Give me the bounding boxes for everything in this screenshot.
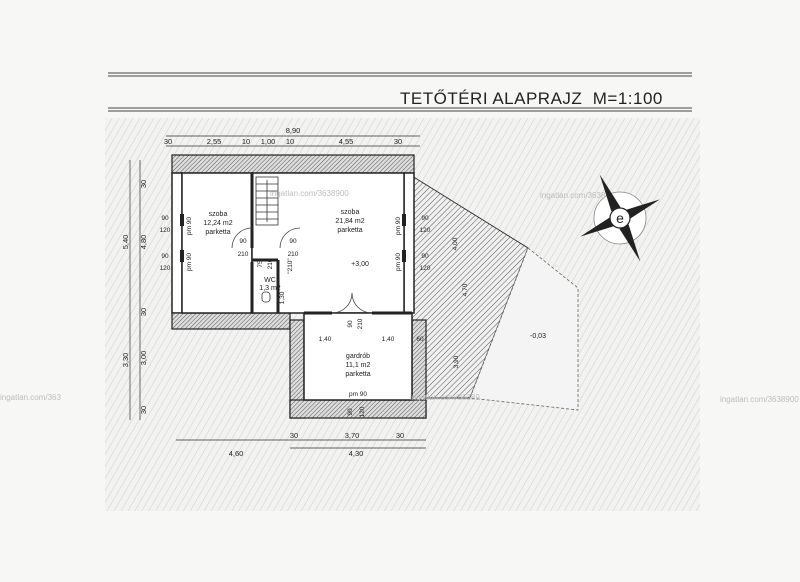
roof-label: 4,00 <box>452 237 459 250</box>
roof-label: 3,90 <box>453 355 460 368</box>
opening-label: 75 <box>257 260 264 268</box>
room-szoba1-floor: parketta <box>205 229 230 236</box>
watermark: ingatlan.com/363 <box>0 393 61 402</box>
opening-label: 120 <box>160 227 171 234</box>
roof-overhang <box>411 175 579 411</box>
dim-label: 30 <box>139 406 148 414</box>
opening-label: 90 <box>421 253 429 260</box>
opening-label: 90 <box>347 408 354 416</box>
dim-label: 3,70 <box>345 431 360 440</box>
room-gardrob-floor: parketta <box>345 371 370 378</box>
opening-label: 1,40 <box>319 336 332 343</box>
opening-label: 1,40 <box>382 336 395 343</box>
room-szoba1-area: 12,24 m2 <box>203 220 232 227</box>
level-markers: +3,00 -0,03 <box>351 261 546 340</box>
roof-label: 4,70 <box>462 283 469 296</box>
dimension-lines <box>129 135 426 449</box>
compass-icon: e <box>580 174 660 262</box>
opening-label: 90 <box>161 253 169 260</box>
bottom-dimensions: 30 3,70 30 4,30 4,60 <box>229 431 404 458</box>
opening-label: 90 <box>239 238 247 245</box>
opening-label: 210 <box>288 251 299 258</box>
dim-label: 30 <box>394 137 402 146</box>
svg-text:e: e <box>616 210 624 226</box>
level-terrace: -0,03 <box>530 333 546 340</box>
dim-label: 4,55 <box>339 137 354 146</box>
watermark: ingatlan.com/3638 <box>540 191 606 200</box>
room-szoba2-area: 21,84 m2 <box>335 218 364 225</box>
dim-label: 30 <box>139 180 148 188</box>
top-dimensions: 8,90 30 2,55 10 1,00 10 4,55 30 <box>164 126 402 146</box>
dim-total-width: 8,90 <box>286 126 301 135</box>
roof-dimensions: 4,00 4,70 3,90 <box>452 237 469 368</box>
dim-label: 30 <box>396 431 404 440</box>
watermarks: ingatlan.com/3638900 ingatlan.com/363 in… <box>0 189 799 404</box>
dim-label: 30 <box>290 431 298 440</box>
left-dimensions: 30 5,40 4,80 30 3,30 3,00 30 <box>121 180 148 414</box>
door-swings <box>231 227 373 314</box>
dim-label: 1,00 <box>261 137 276 146</box>
dim-label: 2,55 <box>207 137 222 146</box>
inner-walls <box>250 173 412 315</box>
watermark: ingatlan.com/36389 <box>410 393 480 402</box>
opening-label: "210" <box>287 258 294 274</box>
staircase <box>255 176 279 226</box>
header-rules <box>108 72 692 112</box>
dim-label: 4,30 <box>349 449 364 458</box>
dim-label: 10 <box>242 137 250 146</box>
dim-label: 10 <box>286 137 294 146</box>
room-wc-area: 1,3 m2 <box>259 285 281 292</box>
opening-label: 210 <box>238 251 249 258</box>
opening-label: pm 90 <box>186 217 193 235</box>
dim-label: 5,40 <box>121 235 130 250</box>
opening-label: 210 <box>267 258 274 269</box>
room-gardrob-area: 11,1 m2 <box>346 362 371 369</box>
opening-label: 90 <box>347 320 354 328</box>
dim-label: 3,30 <box>121 353 130 368</box>
opening-label: 1,30 <box>279 291 286 304</box>
window-markers <box>180 214 406 262</box>
room-szoba2-floor: parketta <box>337 227 362 234</box>
dim-label: 3,00 <box>139 351 148 366</box>
room-wc-name: WC <box>264 277 276 284</box>
opening-label: pm 90 <box>395 217 402 235</box>
drawing-title: TETŐTÉRI ALAPRAJZ M=1:100 <box>400 89 663 108</box>
dim-label: 30 <box>139 308 148 316</box>
watermark: ingatlan.com/3638900 <box>720 395 799 404</box>
opening-label: pm 90 <box>395 253 402 271</box>
room-szoba1-name: szoba <box>209 211 228 218</box>
opening-labels: 90 120 pm 90 90 120 pm 90 90 120 pm 90 9… <box>160 215 431 417</box>
watermark: ingatlan.com/3638900 <box>270 189 349 198</box>
opening-label: 90 <box>289 238 297 245</box>
room-gardrob-name: gardrób <box>346 353 370 360</box>
opening-label: 120 <box>359 406 366 417</box>
room-szoba2-name: szoba <box>341 209 360 216</box>
opening-label: 210 <box>357 318 364 329</box>
room-labels: szoba 12,24 m2 parketta szoba 21,84 m2 p… <box>203 209 370 378</box>
opening-label: pm 90 <box>186 253 193 271</box>
dim-label: 30 <box>164 137 172 146</box>
opening-label: 120 <box>160 265 171 272</box>
opening-label: pm 90 <box>349 391 367 398</box>
dim-label: 4,60 <box>229 449 244 458</box>
level-upper: +3,00 <box>351 261 369 268</box>
opening-label: 60 <box>416 336 424 343</box>
opening-label: 120 <box>420 265 431 272</box>
opening-label: 90 <box>161 215 169 222</box>
dim-label: 4,80 <box>139 235 148 250</box>
opening-label: 90 <box>421 215 429 222</box>
opening-label: 120 <box>420 227 431 234</box>
toilet-icon <box>261 291 271 303</box>
